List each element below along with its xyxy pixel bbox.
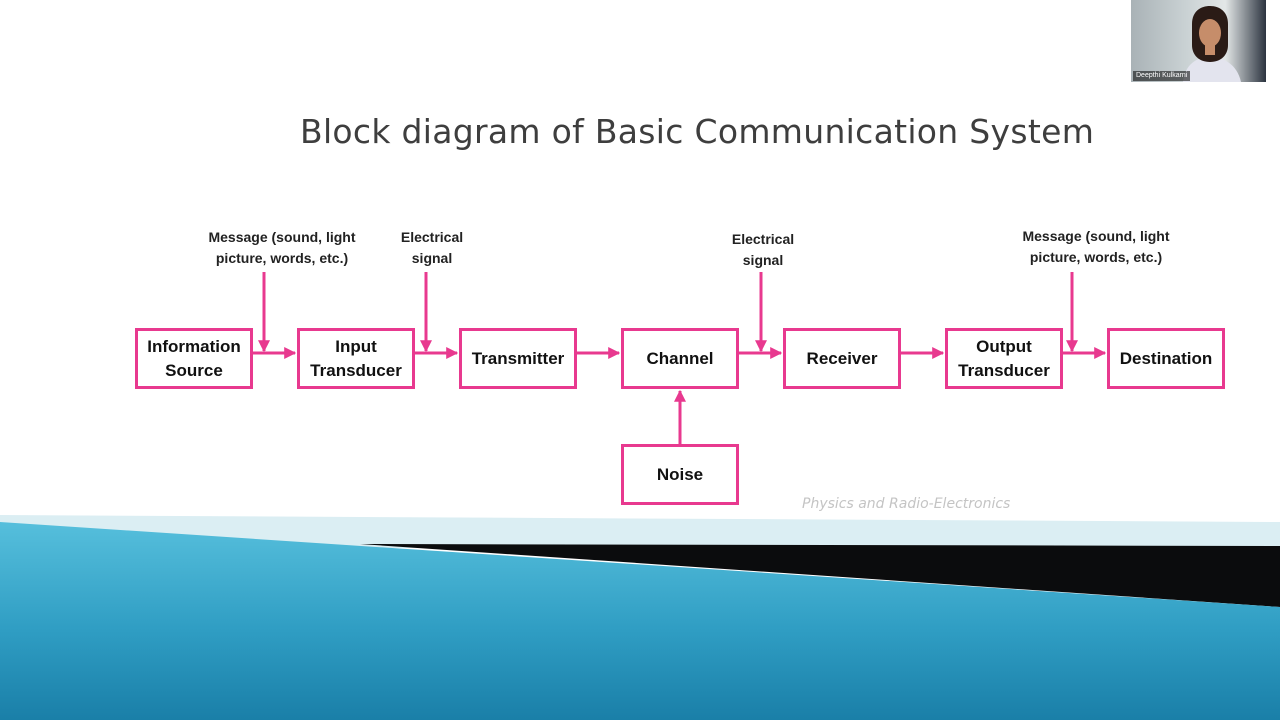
label-line: Message (sound, light bbox=[1022, 228, 1170, 244]
block-label: Channel bbox=[646, 348, 714, 368]
label-message-in: Message (sound, light picture, words, et… bbox=[197, 227, 367, 269]
presenter-avatar bbox=[1183, 6, 1241, 82]
label-line: Message (sound, light bbox=[208, 229, 356, 245]
block-receiver: Receiver bbox=[783, 328, 901, 389]
block-label: Transducer bbox=[958, 360, 1050, 380]
block-information-source: Information Source bbox=[135, 328, 253, 389]
block-label: Receiver bbox=[806, 348, 878, 368]
block-label: Input bbox=[335, 336, 377, 356]
label-line: picture, words, etc.) bbox=[215, 250, 349, 266]
label-line: picture, words, etc.) bbox=[1029, 249, 1163, 265]
block-label: Transmitter bbox=[471, 348, 565, 368]
block-label: Output bbox=[976, 336, 1032, 356]
webcam-name-label: Deepthi Kulkarni bbox=[1133, 71, 1191, 81]
footer-light-band bbox=[0, 515, 1280, 548]
webcam-thumbnail[interactable]: Deepthi Kulkarni bbox=[1131, 0, 1266, 82]
block-label: Source bbox=[165, 360, 223, 380]
label-line: Electrical bbox=[731, 231, 795, 247]
label-message-out: Message (sound, light picture, words, et… bbox=[1011, 226, 1181, 268]
block-label: Transducer bbox=[310, 360, 402, 380]
label-electrical-signal-tx: Electrical signal bbox=[392, 227, 472, 269]
block-transmitter: Transmitter bbox=[459, 328, 577, 389]
block-noise: Noise bbox=[621, 444, 739, 505]
block-input-transducer: Input Transducer bbox=[297, 328, 415, 389]
block-output-transducer: Output Transducer bbox=[945, 328, 1063, 389]
footer-blue-band bbox=[0, 522, 1280, 720]
label-line: Electrical bbox=[400, 229, 464, 245]
label-line: signal bbox=[411, 250, 453, 266]
slide-title: Block diagram of Basic Communication Sys… bbox=[300, 112, 1095, 151]
label-line: signal bbox=[742, 252, 784, 268]
block-label: Information bbox=[147, 336, 241, 356]
label-electrical-signal-rx: Electrical signal bbox=[723, 229, 803, 271]
block-channel: Channel bbox=[621, 328, 739, 389]
block-destination: Destination bbox=[1107, 328, 1225, 389]
block-label: Destination bbox=[1119, 348, 1213, 368]
watermark-text: Physics and Radio-Electronics bbox=[802, 496, 1011, 512]
block-label: Noise bbox=[656, 464, 704, 484]
footer-dark-band bbox=[360, 544, 1280, 607]
